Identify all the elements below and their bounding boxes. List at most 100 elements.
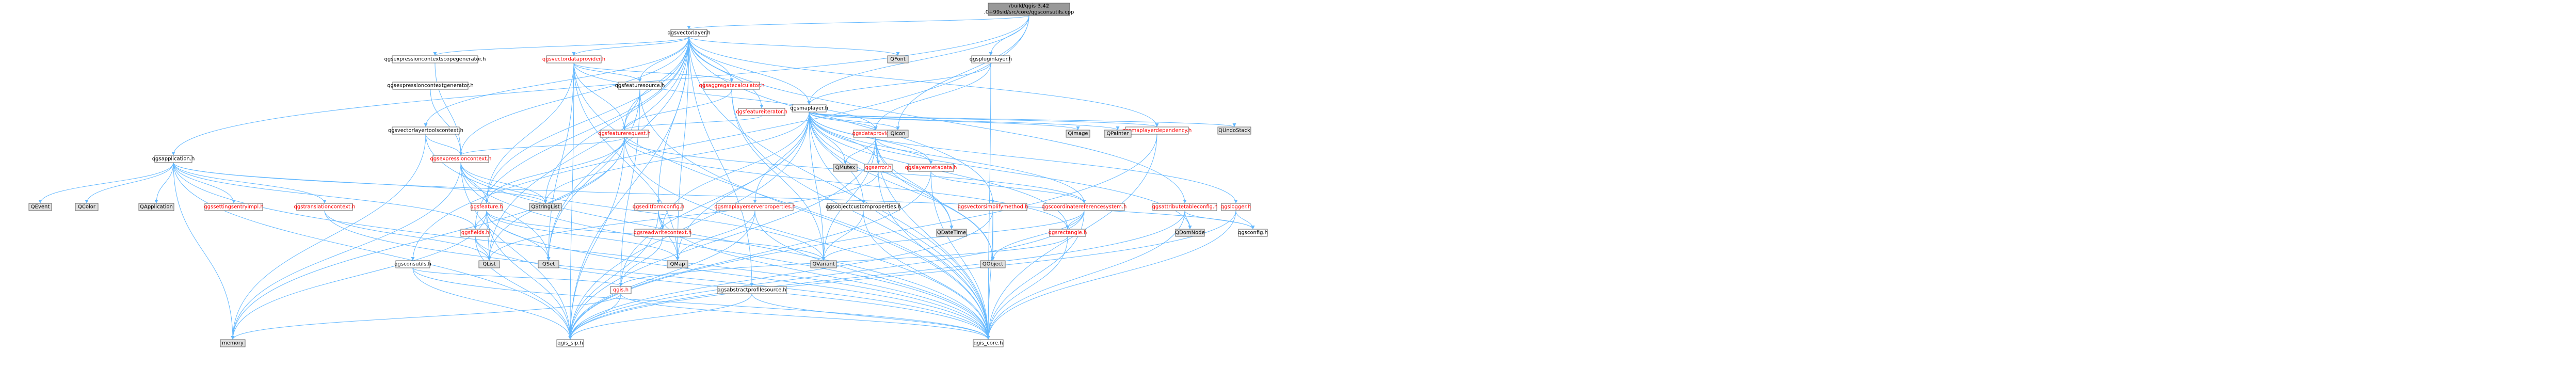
- node-qgis-core[interactable]: qgis_core.h: [973, 339, 1004, 347]
- edge-qgsvectorlayer-to-qgsfields: [473, 36, 689, 230]
- node-label: qgsvectorlayertoolscontext.h: [388, 128, 463, 134]
- node-label: QMutex: [835, 165, 856, 171]
- node-box: [936, 229, 967, 237]
- node-qlist: QList: [478, 260, 500, 268]
- node-box: [958, 203, 1027, 211]
- node-box: [634, 229, 691, 237]
- node-qgsaggregatecalculator[interactable]: qgsaggregatecalculator.h: [699, 82, 765, 90]
- edge-qgsvectordataprovider-to-qgsfeaturesource: [573, 62, 642, 83]
- node-qgsvectorlayer[interactable]: qgsvectorlayer.h: [667, 29, 711, 37]
- edge-qgsvectorlayer-to-qgseditformconfig: [656, 36, 689, 204]
- node-box: [833, 164, 858, 172]
- node-label: qgslayermetadata.h: [905, 165, 957, 171]
- edge-qgsfeature-to-QMap: [486, 210, 680, 261]
- node-qgsobjectcustomproperties[interactable]: qgsobjectcustomproperties.h: [826, 203, 901, 211]
- edge-qgsaggregatecalculator-to-qgis_core: [731, 89, 990, 340]
- node-label: QEvent: [31, 204, 50, 210]
- node-qgsmaplayerserverproperties[interactable]: qgsmaplayerserverproperties.h: [714, 203, 796, 211]
- node-qgsabstractprofilesource[interactable]: qgsabstractprofilesource.h: [717, 286, 787, 294]
- edge-qgscoordinatereferencesystem-to-QObject: [991, 210, 1085, 261]
- node-qgsexpressioncontext[interactable]: qgsexpressioncontext.h: [430, 155, 492, 163]
- node-box: [478, 260, 500, 268]
- edge-qgsdataprovider-to-qgslayermetadata: [875, 137, 933, 165]
- node-qgsfeaturesource[interactable]: qgsfeaturesource.h: [615, 82, 665, 90]
- node-qdomnode: QDomNode: [1175, 229, 1205, 237]
- node-qgsapplication[interactable]: qgsapplication.h: [152, 155, 195, 163]
- node-box: [634, 203, 683, 211]
- edge-qgsapplication-to-qgsfields: [173, 162, 477, 230]
- node-qgsvectorsimplifymethod[interactable]: qgsvectorsimplifymethod.h: [958, 203, 1028, 211]
- edge-qgsdataprovider-to-qgis_core: [875, 137, 990, 340]
- node-label: QObject: [983, 262, 1004, 267]
- node-box: [827, 203, 900, 211]
- node-label: QColor: [78, 204, 96, 210]
- node-qgsconfig[interactable]: qgsconfig.h: [1238, 229, 1268, 237]
- node-qobject: QObject: [980, 260, 1006, 268]
- node-box: [392, 126, 460, 135]
- node-qgis-sip[interactable]: qgis_sip.h: [556, 339, 584, 347]
- node-qgsfields[interactable]: qgsfields.h: [460, 229, 490, 237]
- node-label: qgssettingsentryimpl.h: [204, 204, 263, 210]
- edge-qgsobjectcustomproperties-to-QVariant: [822, 210, 864, 261]
- node-qmutex: QMutex: [833, 164, 858, 172]
- node-qgsvectordataprovider[interactable]: qgsvectordataprovider.h: [542, 55, 605, 63]
- node-qgsvectorlayertoolscontext[interactable]: qgsvectorlayertoolscontext.h: [388, 126, 463, 135]
- edge-qgsfeatureiterator-to-qgsfeaturerequest: [622, 115, 762, 131]
- node-qgsattributetableconfig[interactable]: qgsattributetableconfig.h: [1152, 203, 1218, 211]
- node-qgssettingsentryimpl[interactable]: qgssettingsentryimpl.h: [204, 203, 264, 211]
- node-box: [1238, 229, 1268, 237]
- edge-qgsmaplayer-to-qgsreadwritecontext: [661, 111, 810, 230]
- node-label: qgsreadwritecontext.h: [634, 230, 692, 236]
- node-qgscoordinatereferencesystem[interactable]: qgscoordinatereferencesystem.h: [1042, 203, 1127, 211]
- node-qgsfeaturerequest[interactable]: qgsfeaturerequest.h: [598, 130, 651, 138]
- node-label: QMap: [670, 262, 685, 267]
- edge-qgsvectorlayertoolscontext-to-qgsexpressioncontext: [425, 134, 463, 156]
- node-qgsrectangle[interactable]: qgsrectangle.h: [1049, 229, 1087, 237]
- edge-qgsvectorlayer-to-qgsfeatureiterator: [688, 36, 764, 109]
- edge-qgsvectorlayer-to-qgsvectorlayertoolscontext: [424, 36, 689, 127]
- node-qgsconsutils[interactable]: qgsconsutils.h: [394, 260, 431, 268]
- node-qgslayermetadata[interactable]: qgslayermetadata.h: [905, 164, 957, 172]
- node-qgsmaplayer[interactable]: qgsmaplayer.h: [790, 104, 828, 113]
- node-qgserror[interactable]: qgserror.h: [864, 164, 893, 172]
- edge-qgsvectorlayer-to-qgsabstractprofilesource: [688, 36, 754, 287]
- edge-qgsapplication-to-qgis_core: [173, 162, 990, 340]
- edge-qgsapplication-to-QColor: [85, 162, 174, 204]
- node-box: [887, 55, 909, 63]
- edge-qgsmaplayer-to-QIcon: [809, 111, 900, 131]
- node-root: /build/qgis-3.42.0+99sid/src/core/qgscon…: [984, 3, 1074, 16]
- node-box: [1152, 203, 1217, 211]
- node-qgis-h[interactable]: qgis.h: [610, 286, 632, 294]
- node-qgspluginlayer[interactable]: qgspluginlayer.h: [970, 55, 1012, 63]
- node-qgseditformconfig[interactable]: qgseditformconfig.h: [633, 203, 685, 211]
- edge-qgsapplication-to-QEvent: [38, 162, 174, 204]
- edge-qgsmaplayer-to-QVariant: [809, 111, 826, 261]
- edge-qgsmaplayerdependency-to-qgis_core: [986, 134, 1157, 340]
- node-box: [600, 130, 649, 138]
- node-label: qgsmaplayerserverproperties.h: [714, 204, 795, 210]
- node-qgsmaplayerdependency[interactable]: qgsmaplayerdependency.h: [1122, 126, 1192, 135]
- node-qvariant: QVariant: [810, 260, 837, 268]
- node-qgsexpressioncontextscopegenerator[interactable]: qgsexpressioncontextscopegenerator.h: [384, 55, 486, 63]
- edge-qgsmaplayer-to-QPainter: [809, 111, 1120, 131]
- edge-qgspluginlayer-to-qgis_core: [986, 62, 991, 340]
- node-qgsfeatureiterator[interactable]: qgsfeatureiterator.h: [736, 108, 787, 116]
- edge-qgsvectorlayer-to-QList: [487, 36, 689, 261]
- node-qgsreadwritecontext[interactable]: qgsreadwritecontext.h: [634, 229, 692, 237]
- node-box: [864, 164, 893, 172]
- node-qgsexpressioncontextgenerator[interactable]: qgsexpressioncontextgenerator.h: [387, 82, 474, 90]
- node-qgstranslationcontext[interactable]: qgstranslationcontext.h: [294, 203, 356, 211]
- node-qgsfeature[interactable]: qgsfeature.h: [470, 203, 503, 211]
- node-qgslogger[interactable]: qgslogger.h: [1221, 203, 1251, 211]
- node-label: qgsmaplayer.h: [790, 106, 828, 111]
- node-box: [716, 203, 794, 211]
- edge-qgsfeaturesource-to-qgis_core: [639, 89, 990, 340]
- edge-qgsvectorlayer-to-qgis_sip: [568, 36, 689, 340]
- edge-qgspluginlayer-to-qgsmaplayer: [807, 62, 991, 105]
- node-label: qgsexpressioncontextscopegenerator.h: [384, 57, 486, 62]
- node-qstringlist: QStringList: [529, 203, 562, 211]
- node-box: [204, 203, 263, 211]
- node-label: qgsfields.h: [461, 230, 489, 236]
- node-box: [556, 339, 584, 347]
